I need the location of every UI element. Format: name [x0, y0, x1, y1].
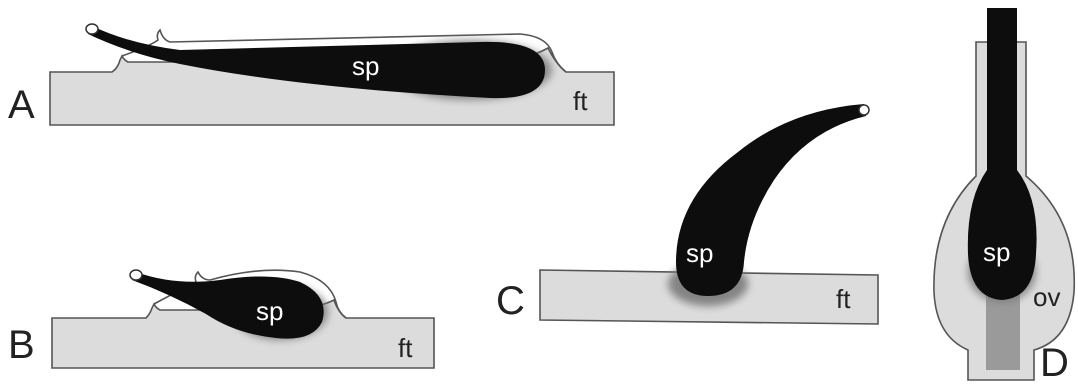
- panel-c-sperm: [676, 104, 866, 296]
- panel-a-sperm-label: sp: [352, 51, 379, 81]
- panel-a-tissue-label: ft: [573, 86, 588, 116]
- panel-c-letter: C: [496, 279, 525, 323]
- panel-a-membrane: [121, 28, 567, 73]
- panel-c-tail-tip: [858, 104, 870, 116]
- panel-d-sperm-label: sp: [983, 237, 1010, 267]
- panel-d-tissue-label: ov: [1033, 282, 1060, 312]
- panel-b-tissue-label: ft: [398, 333, 413, 363]
- panel-c-tissue-label: ft: [836, 284, 851, 314]
- panel-d-letter: D: [1040, 341, 1069, 385]
- panel-b-tail-tip: [129, 269, 143, 281]
- panel-b-sperm: [132, 272, 324, 339]
- panel-b: sp ft B: [8, 269, 435, 369]
- panel-a-letter: A: [8, 83, 35, 127]
- panel-b-sperm-label: sp: [256, 296, 283, 326]
- panel-c-sperm-label: sp: [686, 238, 713, 268]
- panel-b-letter: B: [8, 323, 35, 367]
- panel-a: sp ft A: [8, 23, 615, 127]
- panel-a-tail-tip: [85, 23, 99, 35]
- panel-a-sperm: [88, 26, 545, 99]
- panel-c: sp ft C: [496, 104, 879, 325]
- panel-d-sperm: [967, 8, 1037, 300]
- panel-d: sp ov D: [933, 8, 1076, 385]
